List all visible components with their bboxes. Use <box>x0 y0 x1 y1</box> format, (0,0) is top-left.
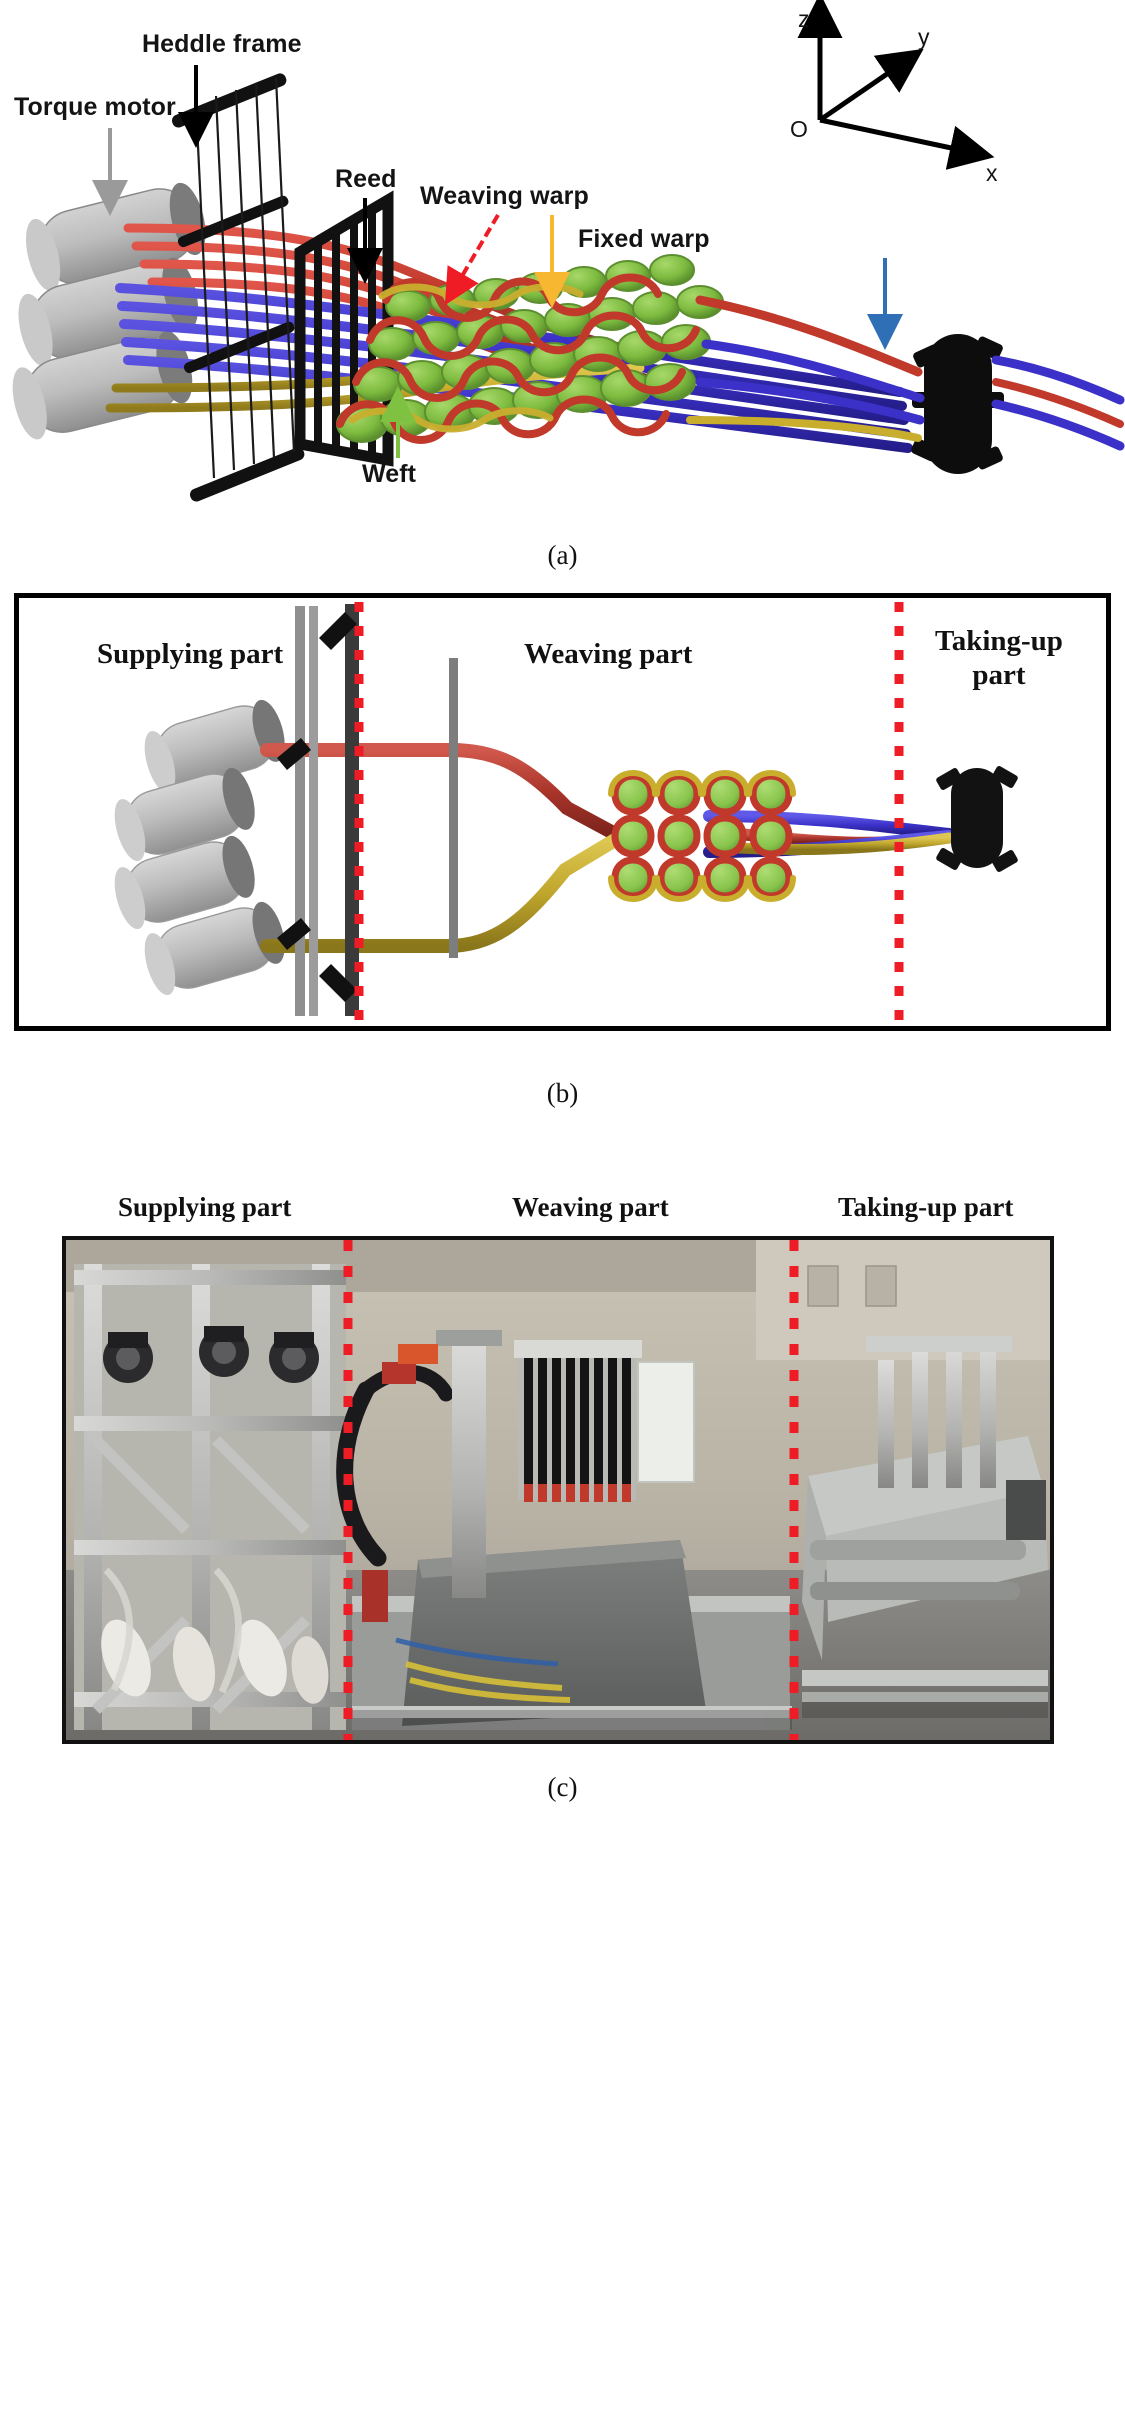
photo-takingup-section <box>802 1336 1048 1702</box>
zone-label-takingup-part-c: Taking-up part <box>838 1192 1014 1222</box>
caption-panel-b: (b) <box>546 1078 579 1108</box>
panel-a-drawing <box>12 0 1125 502</box>
caption-panel-a: (a) <box>547 540 578 570</box>
zone-label-takingup-line2: part <box>972 659 1026 692</box>
caption-panel-c: (c) <box>547 1772 578 1802</box>
fabric-side <box>608 770 796 902</box>
binder-warp-loops <box>336 273 700 444</box>
panel-c-photograph: Supplying part Weaving part Taking-up pa… <box>0 1180 1125 2418</box>
axis-label-origin: O <box>790 116 808 142</box>
coordinate-axes <box>797 0 995 170</box>
panel-b-side-schematic: Supplying part Weaving part Taking-up pa… <box>0 590 1125 1120</box>
panel-b-drawing <box>114 602 1095 1024</box>
panel-b-frame: Supplying part Weaving part Taking-up pa… <box>14 593 1111 1031</box>
panel-a-3d-schematic: Torque motor Heddle frame Reed Weaving w… <box>0 0 1125 600</box>
zone-label-supplying-part-b: Supplying part <box>97 638 284 670</box>
fabric-yellow-edges <box>608 770 796 902</box>
heddle-frame <box>172 73 305 502</box>
fabric-binder-loops <box>611 772 793 900</box>
take-up-roller-photo <box>810 1540 1026 1600</box>
label-weft: Weft <box>362 460 417 488</box>
zone-label-supplying-part-c: Supplying part <box>118 1192 292 1222</box>
zone-label-takingup-part-b: Taking-up part <box>904 624 1094 692</box>
zone-label-takingup-line1: Taking-up <box>935 625 1063 657</box>
axis-label-x: x <box>986 160 998 186</box>
take-up-rollers <box>686 295 1125 474</box>
photo-weaving-section <box>336 1330 792 1730</box>
axis-label-z: z <box>798 6 810 32</box>
label-heddle-frame: Heddle frame <box>142 30 302 58</box>
supply-rollers <box>114 699 285 996</box>
weaving-warp-red-arrow <box>444 213 500 306</box>
axis-label-y: y <box>918 24 930 50</box>
label-fixed-warp: Fixed warp <box>578 225 710 253</box>
zone-label-weaving-part-c: Weaving part <box>512 1192 669 1222</box>
callout-arrows <box>92 65 903 458</box>
zone-label-weaving-part-b: Weaving part <box>524 638 693 670</box>
machine-photograph <box>62 1236 1054 1744</box>
photo-supplying-section <box>74 1264 346 1730</box>
photo-content <box>66 1240 1050 1740</box>
photo-zone-dividers <box>343 1240 799 1740</box>
take-up-gears-side <box>936 766 1018 872</box>
heddle-blade-bank <box>514 1340 642 1502</box>
label-torque-motor: Torque motor <box>14 93 176 121</box>
label-weaving-warp: Weaving warp <box>420 182 589 210</box>
woven-fabric-3d <box>336 254 724 444</box>
reed-side <box>449 658 458 958</box>
torque-motor-units <box>103 1326 319 1383</box>
label-reed: Reed <box>335 165 397 193</box>
